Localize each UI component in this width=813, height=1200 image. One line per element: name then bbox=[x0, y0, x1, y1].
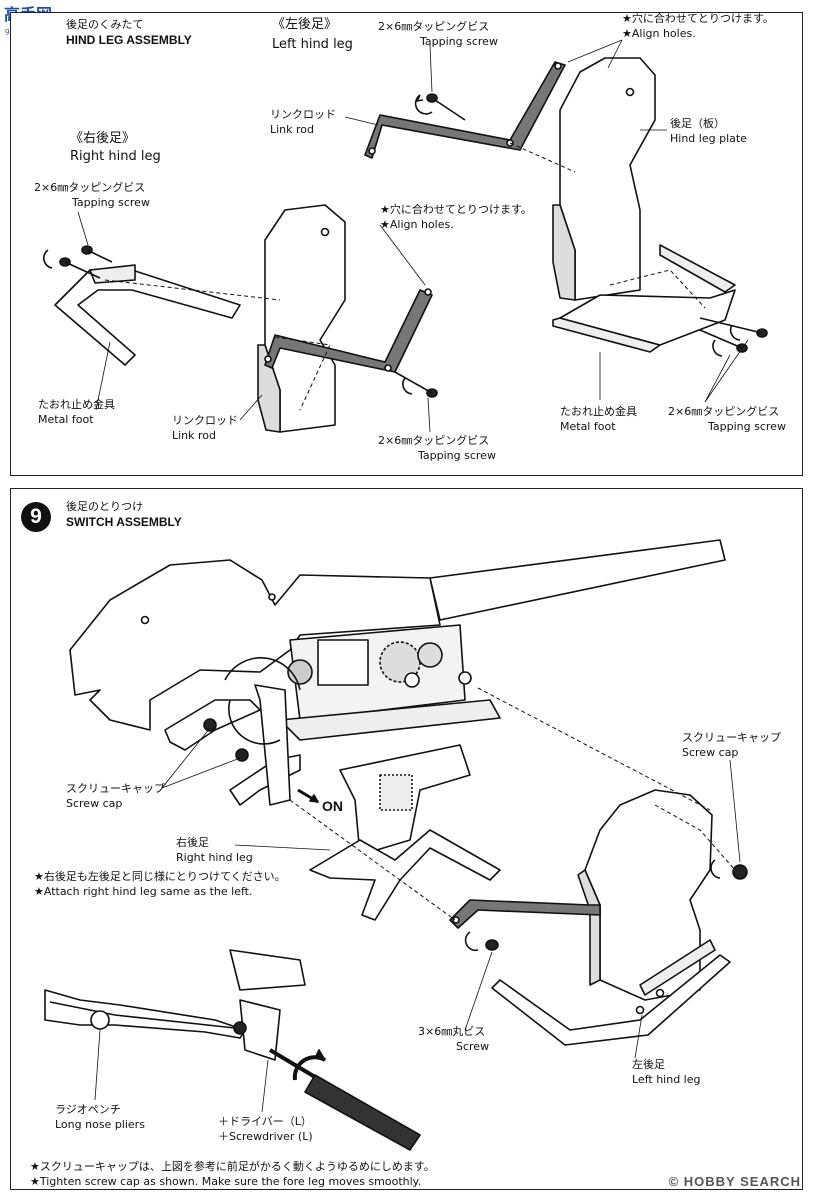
screw-label-left-en: Tapping screw bbox=[72, 196, 150, 209]
screw-label-bottom-jp: 2×6㎜タッピングビス bbox=[378, 434, 490, 447]
hind-leg-plate-en: Hind leg plate bbox=[670, 132, 747, 145]
left-hind-leg-jp: 《左後足》 bbox=[272, 17, 338, 32]
left-hind-leg-en: Left hind leg bbox=[272, 37, 353, 52]
align-note-top-en: ★Align holes. bbox=[622, 27, 696, 40]
tighten-note-jp: ★スクリューキャップは、上図を参考に前足がかるく動くようゆるめにしめます。 bbox=[30, 1160, 435, 1173]
align-note-top-jp: ★穴に合わせてとりつけます。 bbox=[622, 12, 774, 25]
attach-note-en: ★Attach right hind leg same as the left. bbox=[34, 885, 253, 898]
link-rod-bottom-jp: リンクロッド bbox=[172, 414, 238, 427]
step9-title-jp: 後足のとりつけ bbox=[66, 500, 144, 513]
align-note-mid-en: ★Align holes. bbox=[380, 218, 454, 231]
right-hind-leg-en: Right hind leg bbox=[70, 149, 161, 164]
round-screw-jp: 3×6㎜丸ビス bbox=[418, 1025, 486, 1038]
screw-label-bottom-en: Tapping screw bbox=[418, 449, 496, 462]
step8-title-jp: 後足のくみたて bbox=[66, 18, 144, 31]
hobby-search-text: HOBBY SEARCH bbox=[683, 1174, 801, 1189]
round-screw-en: Screw bbox=[456, 1040, 490, 1053]
metal-foot-left-jp: たおれ止め金具 bbox=[38, 398, 115, 411]
screw-label-left-jp: 2×6㎜タッピングビス bbox=[34, 181, 146, 194]
screw-label-right-jp: 2×6㎜タッピングビス bbox=[668, 405, 780, 418]
pliers-en: Long nose pliers bbox=[55, 1118, 145, 1131]
right-hind-leg-label-en: Right hind leg bbox=[176, 851, 253, 864]
screw-cap-left-jp: スクリューキャップ bbox=[66, 782, 165, 795]
screw-cap-left-en: Screw cap bbox=[66, 797, 123, 810]
left-hind-leg-label-jp: 左後足 bbox=[632, 1058, 665, 1071]
switch-on-label: ON bbox=[322, 798, 343, 814]
tighten-note-en: ★Tighten screw cap as shown. Make sure t… bbox=[30, 1175, 422, 1188]
hobby-search-logo: © HOBBY SEARCH bbox=[669, 1174, 801, 1189]
screwdriver-jp: ＋ドライバー（L） bbox=[218, 1115, 312, 1128]
screw-label-right-en: Tapping screw bbox=[708, 420, 786, 433]
screw-label-top-jp: 2×6㎜タッピングビス bbox=[378, 20, 490, 33]
right-hind-leg-label-jp: 右後足 bbox=[176, 836, 209, 849]
link-rod-bottom-en: Link rod bbox=[172, 429, 217, 442]
screw-cap-right-en: Screw cap bbox=[682, 746, 739, 759]
metal-foot-right-jp: たおれ止め金具 bbox=[560, 405, 637, 418]
step9-title-en: SWITCH ASSEMBLY bbox=[66, 515, 182, 529]
pliers-jp: ラジオペンチ bbox=[55, 1103, 121, 1116]
screw-label-top-en: Tapping screw bbox=[420, 35, 498, 48]
metal-foot-left-en: Metal foot bbox=[38, 413, 94, 426]
screw-cap-right-jp: スクリューキャップ bbox=[682, 731, 781, 744]
hind-leg-plate-jp: 後足（板） bbox=[670, 117, 725, 130]
step8-panel bbox=[10, 12, 803, 476]
copyright-symbol: © bbox=[668, 1174, 680, 1189]
screwdriver-en: ＋Screwdriver (L) bbox=[218, 1130, 313, 1143]
align-note-mid-jp: ★穴に合わせてとりつけます。 bbox=[380, 203, 532, 216]
attach-note-jp: ★右後足も左後足と同じ様にとりつけてください。 bbox=[34, 870, 286, 883]
link-rod-top-jp: リンクロッド bbox=[270, 108, 336, 121]
metal-foot-right-en: Metal foot bbox=[560, 420, 616, 433]
left-hind-leg-label-en: Left hind leg bbox=[632, 1073, 701, 1086]
step-number-badge: 9 bbox=[21, 502, 51, 532]
link-rod-top-en: Link rod bbox=[270, 123, 315, 136]
step8-title-en: HIND LEG ASSEMBLY bbox=[66, 33, 192, 47]
right-hind-leg-jp: 《右後足》 bbox=[70, 131, 136, 146]
